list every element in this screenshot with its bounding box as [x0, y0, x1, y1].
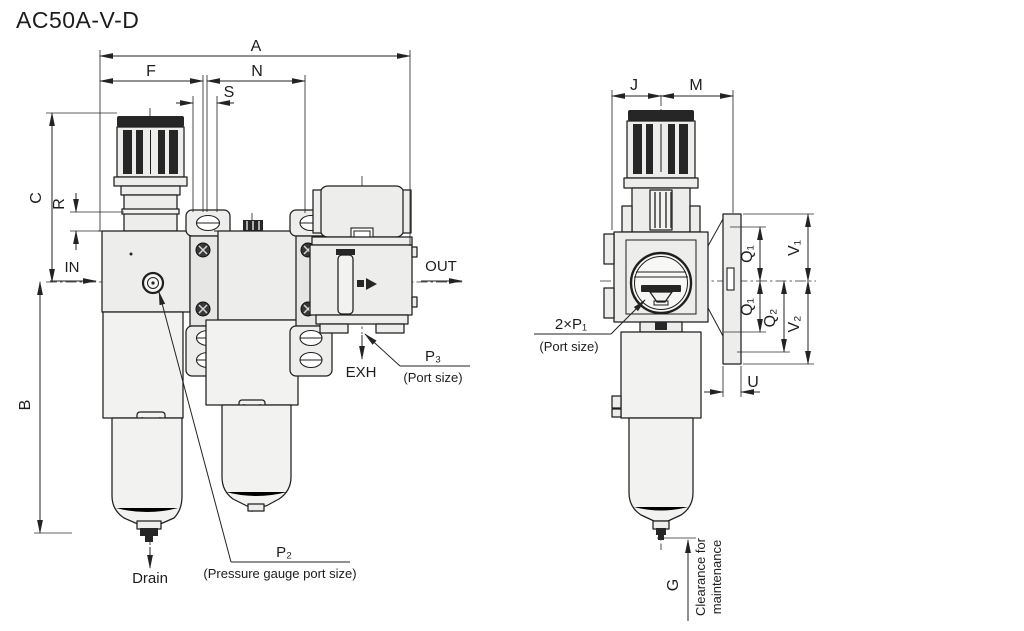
dim-F: F — [99, 63, 204, 84]
dim-U: U — [704, 374, 760, 395]
in-annotation: IN — [50, 259, 97, 284]
p1-port — [629, 251, 693, 315]
p2-note: (Pressure gauge port size) — [203, 566, 356, 581]
dim-label-Q2: Q₂ — [762, 309, 779, 328]
dim-label-A: A — [251, 38, 262, 55]
dim-G: G — [665, 539, 691, 621]
bowl-side — [611, 321, 702, 540]
side-view: J M Q₁ V₁ Q₁ Q₂ — [534, 77, 816, 621]
clamp-screw — [195, 242, 211, 258]
dim-Q1-bottom: Q₁ — [739, 280, 763, 333]
dim-label-U: U — [747, 374, 759, 391]
dim-N: N — [206, 63, 306, 84]
dim-C: C — [28, 112, 55, 283]
drawing-title: AC50A-V-D — [16, 7, 139, 33]
lubricator-bowl — [205, 319, 299, 512]
filter-bowl — [102, 311, 184, 526]
dim-label-R: R — [51, 198, 68, 210]
dim-label-N: N — [251, 63, 263, 80]
dim-label-C: C — [28, 192, 45, 204]
p2-label: P₂ — [276, 544, 292, 561]
p1-callout: 2×P₁ (Port size) — [534, 299, 646, 354]
dim-Q1-top: Q₁ — [739, 226, 763, 282]
dim-M: M — [660, 77, 734, 99]
drain-label: Drain — [132, 570, 168, 587]
regulator-knob-side — [621, 110, 701, 233]
dim-A: A — [99, 38, 411, 59]
front-dimensions: A F N S C R — [17, 38, 411, 534]
dim-label-F: F — [146, 63, 156, 80]
dim-label-Q1-bottom: Q₁ — [739, 298, 756, 316]
mounting-flange — [707, 213, 742, 365]
dim-label-Q1-top: Q₁ — [739, 245, 756, 263]
drain-valve — [136, 520, 162, 542]
p3-note: (Port size) — [403, 370, 462, 385]
p2-callout: P₂ (Pressure gauge port size) — [158, 291, 357, 581]
dim-J: J — [611, 77, 662, 99]
p3-label: P₃ — [425, 348, 441, 365]
dim-label-J: J — [630, 77, 638, 94]
exh-label: EXH — [346, 364, 377, 381]
exh-annotation: EXH — [346, 335, 377, 381]
dim-label-B: B — [17, 400, 34, 411]
dim-B: B — [17, 281, 43, 534]
release-valve-unit — [309, 185, 418, 334]
dim-S: S — [176, 84, 235, 106]
out-label: OUT — [425, 258, 457, 275]
p1-label: 2×P₁ — [555, 316, 587, 333]
dim-label-V1: V₁ — [786, 240, 803, 256]
dim-label-V2: V₂ — [786, 316, 803, 333]
out-annotation: OUT — [421, 258, 463, 284]
clearance-note-line1: Clearance for — [693, 537, 708, 616]
regulator-body — [98, 230, 196, 313]
dim-label-M: M — [689, 77, 702, 94]
p3-callout: P₃ (Port size) — [364, 333, 470, 385]
dim-V1: V₁ — [786, 213, 811, 282]
pressure-gauge-port — [141, 271, 165, 295]
filter-regulator-unit — [98, 116, 196, 542]
side-unit — [603, 110, 742, 540]
dim-R: R — [51, 193, 79, 250]
drain-annotation: Drain — [132, 547, 168, 587]
clearance-note: Clearance for maintenance — [693, 537, 724, 616]
regulator-knob — [113, 116, 188, 232]
dim-V2: V₂ — [786, 280, 811, 365]
clearance-note-line2: maintenance — [709, 540, 724, 614]
dim-Q2: Q₂ — [762, 280, 787, 353]
front-view: A F N S C R — [17, 38, 470, 587]
p1-note: (Port size) — [539, 339, 598, 354]
dim-label-G: G — [665, 579, 682, 591]
in-label: IN — [65, 259, 80, 276]
lubricator-unit — [205, 220, 302, 512]
dim-label-S: S — [224, 84, 235, 101]
side-dimensions: J M Q₁ V₁ Q₁ Q₂ — [611, 77, 814, 621]
clamp-screw — [195, 301, 211, 317]
